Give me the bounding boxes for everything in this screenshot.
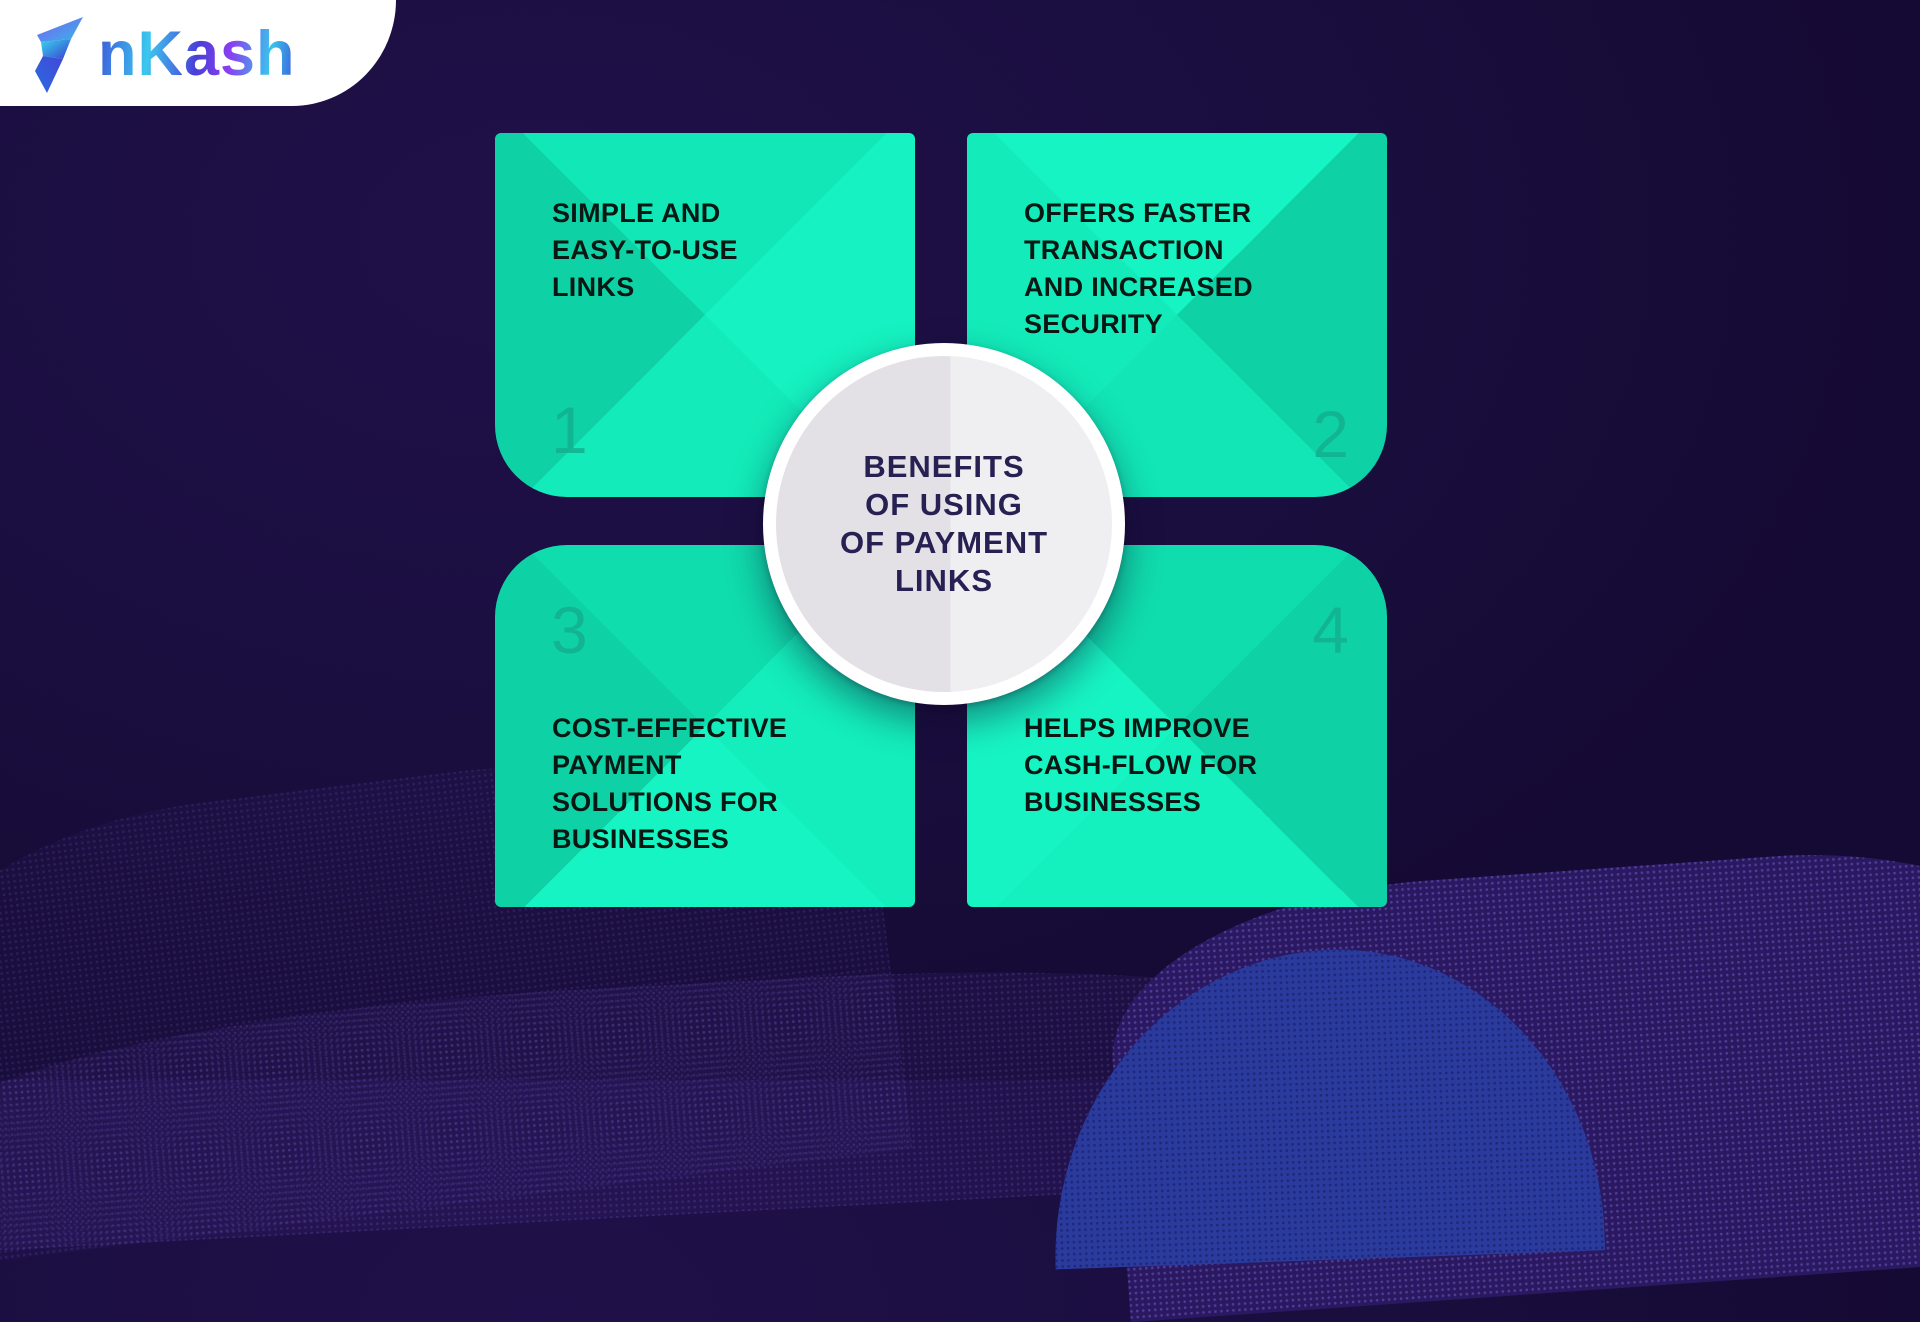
benefit-card-1-number: 1 [551,393,588,467]
logo-panel: nKash [0,0,396,106]
benefit-card-3: 3 COST-EFFECTIVE PAYMENT SOLUTIONS FOR B… [495,545,915,907]
center-circle: BENEFITS OF USING OF PAYMENT LINKS [763,343,1125,705]
benefit-card-2-title: OFFERS FASTER TRANSACTION AND INCREASED … [1024,198,1253,339]
benefit-card-1-title: SIMPLE AND EASY-TO-USE LINKS [552,198,738,302]
benefit-card-4-title: HELPS IMPROVE CASH-FLOW FOR BUSINESSES [1024,713,1258,817]
center-circle-inner: BENEFITS OF USING OF PAYMENT LINKS [776,356,1112,692]
benefit-card-3-title: COST-EFFECTIVE PAYMENT SOLUTIONS FOR BUS… [552,713,788,854]
diagram-title: BENEFITS OF USING OF PAYMENT LINKS [839,449,1049,598]
enkash-wordmark: nKash [98,18,296,89]
background-blue-wave [1044,940,1606,1270]
background-dotted-wave-band [0,945,1425,1255]
benefit-card-1: SIMPLE AND EASY-TO-USE LINKS 1 [495,133,915,497]
benefit-card-2-number: 2 [1312,397,1349,471]
enkash-e-icon [35,17,83,93]
benefit-card-4-number: 4 [1312,593,1349,667]
benefit-card-3-number: 3 [551,593,588,667]
